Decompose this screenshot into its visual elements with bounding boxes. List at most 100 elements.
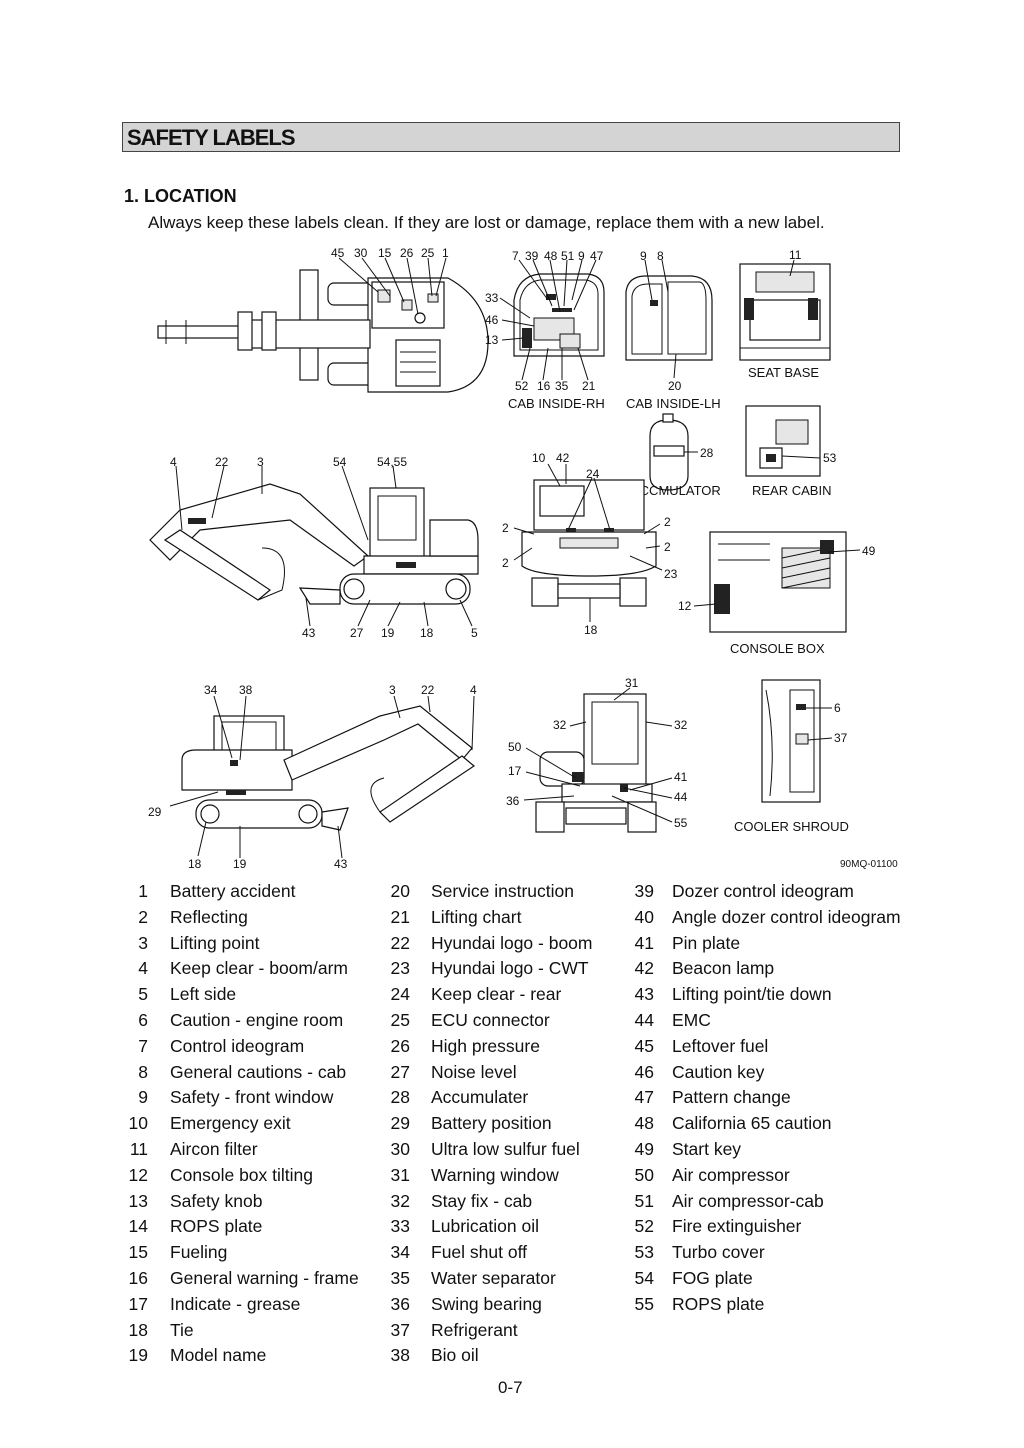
rear-view-drawing (521, 479, 657, 607)
legend-text: Air compressor (672, 1164, 790, 1185)
rear-cabin-drawing: 53 REAR CABIN (745, 405, 837, 498)
callout: 11 (789, 248, 802, 262)
callout: 24 (586, 467, 600, 481)
legend-text: Caution - engine room (170, 1010, 344, 1030)
callout: 4 (470, 683, 477, 697)
callout: 29 (148, 805, 162, 819)
accumulator-drawing: 28 ACCMULATOR (631, 413, 721, 498)
console-box-drawing: 49 12 CONSOLE BOX (678, 531, 876, 656)
callout: 55 (674, 816, 688, 830)
callout: 3 (389, 683, 396, 697)
cooler-shroud-drawing: 6 37 COOLER SHROUD (734, 679, 849, 834)
callout: 35 (555, 379, 569, 393)
legend-text: Refrigerant (431, 1319, 518, 1340)
legend-number: 51 (634, 1190, 654, 1211)
legend-text: EMC (672, 1010, 711, 1030)
legend-number: 4 (138, 958, 148, 979)
legend-number: 35 (390, 1268, 410, 1288)
legend-text: Safety knob (170, 1190, 263, 1211)
legend-text: Accumulater (431, 1087, 529, 1108)
legend-number: 11 (129, 1139, 148, 1159)
legend-text: Keep clear - rear (431, 984, 562, 1005)
callout: 3 (257, 455, 264, 469)
legend-number: 12 (128, 1164, 148, 1185)
section-title-bar: SAFETY LABELS (122, 122, 900, 152)
legend-number: 27 (390, 1061, 410, 1082)
legend-text: Reflecting (170, 906, 248, 927)
callout: 45 (331, 246, 345, 260)
legend-number: 3 (138, 932, 148, 953)
caption-cooler-shroud: COOLER SHROUD (734, 819, 849, 834)
legend-number: 50 (634, 1164, 654, 1185)
callout: 2 (664, 515, 671, 529)
legend-number: 9 (138, 1087, 148, 1108)
legend-number: 49 (634, 1139, 654, 1159)
legend-number: 39 (634, 881, 654, 901)
callout: 30 (354, 246, 368, 260)
page-title: SAFETY LABELS (127, 125, 296, 150)
legend-text: Angle dozer control ideogram (672, 906, 901, 927)
legend-text: Keep clear - boom/arm (170, 958, 348, 979)
callout: 21 (582, 379, 596, 393)
legend-number: 52 (634, 1216, 654, 1237)
callout: 18 (188, 857, 202, 871)
legend-text: General warning - frame (170, 1268, 359, 1288)
callout: 1 (442, 246, 449, 260)
side-view-left-drawing (181, 705, 476, 831)
top-view-drawing (157, 269, 489, 393)
caption-cab-inside-rh: CAB INSIDE-RH (508, 396, 605, 411)
callout: 42 (556, 451, 570, 465)
legend-number: 2 (138, 906, 148, 927)
side-view-left-callouts: 34 38 3 22 4 29 18 19 43 (148, 683, 477, 871)
callout: 33 (485, 291, 499, 305)
callout: 49 (862, 544, 876, 558)
legend-number: 23 (390, 958, 410, 979)
figure-code: 90MQ-01100 (840, 859, 898, 870)
legend-number: 20 (390, 881, 410, 901)
legend-number: 29 (390, 1113, 410, 1134)
legend-number: 53 (634, 1242, 654, 1263)
callout: 23 (664, 567, 678, 581)
front-view-callouts: 31 32 32 50 17 36 41 44 55 (506, 676, 688, 830)
callout: 27 (350, 626, 364, 640)
callout: 54,55 (377, 455, 407, 469)
legend-number: 38 (390, 1345, 410, 1366)
callout: 17 (508, 764, 522, 778)
callout: 22 (215, 455, 229, 469)
legend-number: 34 (390, 1242, 410, 1263)
rear-view-callouts: 10 42 24 2 2 2 2 23 18 (502, 451, 678, 637)
side-view-right-callouts: 4 22 3 54 54,55 43 27 19 18 5 (170, 455, 478, 640)
legend-text: Start key (672, 1139, 742, 1159)
legend-number: 41 (634, 932, 654, 953)
legend-number: 18 (128, 1319, 148, 1340)
callout: 22 (421, 683, 435, 697)
legend-number: 5 (138, 984, 148, 1005)
cab-inside-rh-callouts: 7 39 48 51 9 47 33 46 13 52 16 35 21 CAB… (485, 249, 605, 411)
caption-seat-base: SEAT BASE (748, 365, 819, 380)
legend-number: 48 (634, 1113, 654, 1134)
legend-number: 46 (634, 1061, 654, 1082)
callout: 5 (471, 626, 478, 640)
top-view-callouts: 45 30 15 26 25 1 (331, 246, 449, 315)
legend-text: ECU connector (431, 1010, 550, 1030)
callout: 39 (525, 249, 539, 263)
cab-inside-lh-callouts: 9 8 20 CAB INSIDE-LH (626, 249, 721, 411)
legend-text: Fueling (170, 1242, 228, 1263)
label-location-figure: 45 30 15 26 25 1 7 39 48 51 9 47 33 (148, 246, 898, 871)
legend-text: Tie (170, 1319, 194, 1340)
legend-text: Leftover fuel (672, 1035, 769, 1056)
caption-console-box: CONSOLE BOX (730, 641, 825, 656)
callout: 19 (381, 626, 395, 640)
legend-text: Safety - front window (170, 1087, 334, 1108)
caption-rear-cabin: REAR CABIN (752, 483, 831, 498)
legend-text: Noise level (431, 1061, 517, 1082)
legend-text: Air compressor-cab (672, 1190, 824, 1211)
legend-text: Warning window (431, 1164, 559, 1185)
legend-number: 37 (390, 1319, 410, 1340)
legend-text: FOG plate (672, 1268, 753, 1288)
legend-text: Water separator (431, 1268, 556, 1288)
callout: 31 (625, 676, 639, 690)
legend-number: 54 (634, 1268, 654, 1288)
legend-text: Hyundai logo - boom (431, 932, 593, 953)
legend-number: 19 (128, 1345, 148, 1366)
